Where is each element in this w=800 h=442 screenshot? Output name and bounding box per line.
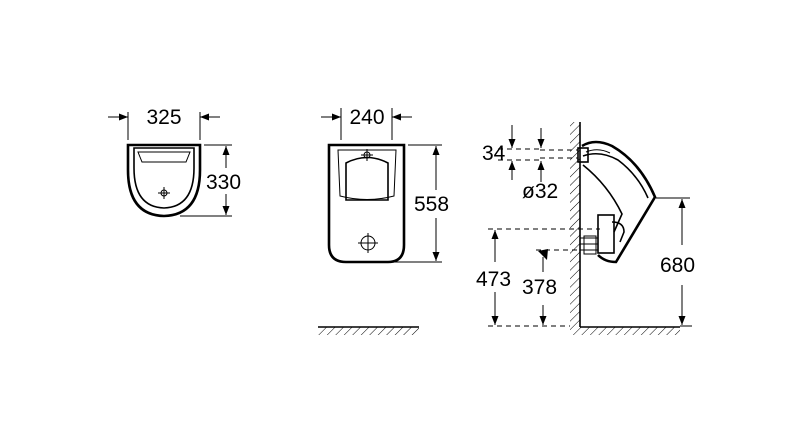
bottom-cross-icon xyxy=(358,233,378,253)
floor-hatch-left xyxy=(318,326,419,335)
inlet-offset-label: 34 xyxy=(482,142,506,165)
drain-cross-icon xyxy=(158,187,170,199)
side-section-view: 34 ø32 680 473 378 xyxy=(476,122,695,335)
trap-pointer-icon xyxy=(538,249,548,260)
top-cross-icon xyxy=(361,149,373,161)
side-height-label: 558 xyxy=(414,193,449,216)
total-height-label: 680 xyxy=(660,254,695,277)
front-view-small: 325 330 xyxy=(108,106,241,218)
trap-height-label: 378 xyxy=(522,276,557,299)
side-width-label: 240 xyxy=(349,106,384,129)
front-width-label: 325 xyxy=(146,106,181,129)
front-height-label: 330 xyxy=(206,171,241,194)
outlet-height-label: 473 xyxy=(476,268,511,291)
front-view-tall: 240 558 xyxy=(321,106,449,264)
inlet-diameter-label: ø32 xyxy=(522,180,558,203)
